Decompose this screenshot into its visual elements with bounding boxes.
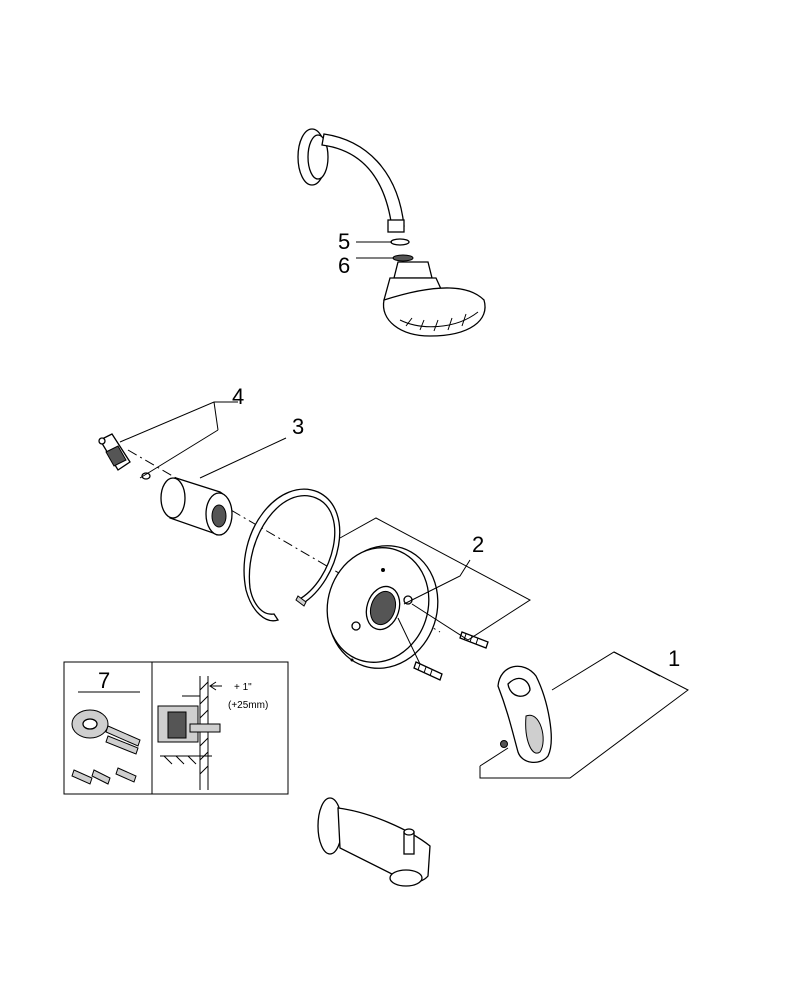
shower-arm bbox=[297, 128, 405, 233]
sleeve-part-3 bbox=[160, 477, 233, 536]
lever-handle-part-1 bbox=[497, 665, 552, 763]
inset-box: 7 + 1" (+25mm) bbox=[63, 661, 289, 795]
clip-part-4 bbox=[98, 433, 151, 480]
wall-section-detail bbox=[157, 676, 221, 790]
extension-kit-parts bbox=[71, 709, 141, 785]
callout-4: 4 bbox=[232, 384, 244, 409]
shower-head bbox=[382, 261, 486, 337]
trim-ring bbox=[243, 488, 341, 622]
callout-3: 3 bbox=[292, 414, 304, 439]
callout-5: 5 bbox=[338, 229, 350, 254]
dimension-label-metric: (+25mm) bbox=[228, 700, 268, 711]
callout-6: 6 bbox=[338, 253, 350, 278]
callout-2: 2 bbox=[472, 532, 484, 557]
screw-upper bbox=[459, 631, 489, 649]
callout-7: 7 bbox=[98, 668, 110, 693]
callout-1: 1 bbox=[668, 646, 680, 671]
tub-spout bbox=[317, 797, 431, 887]
washer-part-6 bbox=[392, 254, 414, 262]
washer-part-5 bbox=[390, 238, 410, 246]
dimension-label: + 1" bbox=[234, 682, 252, 693]
screw-lower bbox=[413, 661, 443, 681]
escutcheon-plate bbox=[326, 545, 439, 669]
